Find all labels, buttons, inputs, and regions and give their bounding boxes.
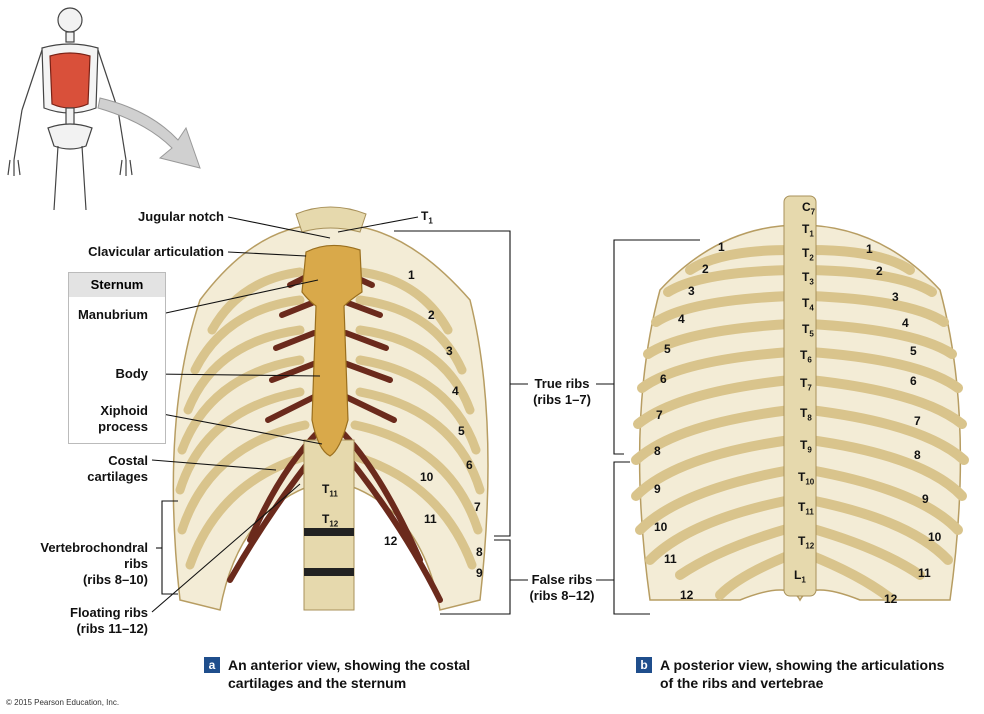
rib-b-right-3: 3: [892, 290, 899, 304]
vertebra-a-t12: T12: [322, 512, 339, 529]
rib-b-right-8: 8: [914, 448, 921, 462]
vertebra-b-t4: T4: [802, 296, 814, 313]
vertebra-b-t8: T8: [800, 406, 812, 423]
vertebra-b-t3: T3: [802, 270, 814, 287]
caption-a-badge: a: [204, 657, 220, 673]
rib-a-11: 11: [424, 512, 437, 526]
leader-lines: [151, 216, 700, 615]
rib-b-right-4: 4: [902, 316, 909, 330]
rib-b-left-8: 8: [654, 444, 661, 458]
vertebra-b-c7: C7: [802, 200, 816, 217]
rib-b-right-7: 7: [914, 414, 921, 428]
rib-b-right-9: 9: [922, 492, 929, 506]
vertebra-a-t11: T11: [322, 482, 338, 499]
sternum-legend-box: Sternum: [68, 272, 166, 444]
rib-a-1: 1: [408, 268, 415, 282]
skeleton-icon: [7, 7, 133, 211]
vertebra-b-t10: T10: [798, 470, 815, 487]
copyright-text: © 2015 Pearson Education, Inc.: [6, 698, 120, 707]
label-manubrium: Manubrium: [77, 307, 148, 322]
vertebra-b-t12: T12: [798, 534, 815, 551]
rib-a-12: 12: [384, 534, 398, 548]
vertebra-b-l1: L1: [794, 568, 806, 585]
caption-a-text: An anterior view, showing the costal car…: [228, 657, 471, 691]
rib-b-left-4: 4: [678, 312, 685, 326]
rib-b-left-1: 1: [718, 240, 725, 254]
rib-b-left-9: 9: [654, 482, 661, 496]
pointer-arrow: [97, 97, 201, 169]
rib-b-left-11: 11: [664, 552, 677, 566]
rib-b-right-10: 10: [928, 530, 942, 544]
rib-b-right-2: 2: [876, 264, 883, 278]
rib-a-4: 4: [452, 384, 459, 398]
vertebra-b-t9: T9: [800, 438, 812, 455]
rib-a-5: 5: [458, 424, 465, 438]
rib-b-left-12: 12: [680, 588, 694, 602]
vertebra-b-t1: T1: [802, 222, 814, 239]
rib-a-7: 7: [474, 500, 481, 514]
rib-a-3: 3: [446, 344, 453, 358]
rib-b-left-2: 2: [702, 262, 709, 276]
sternum-legend-title: Sternum: [69, 273, 165, 297]
rib-b-left-5: 5: [664, 342, 671, 356]
label-false-ribs: False ribs (ribs 8–12): [529, 572, 595, 603]
rib-a-2: 2: [428, 308, 435, 322]
rib-b-left-10: 10: [654, 520, 668, 534]
label-floating-ribs: Floating ribs (ribs 11–12): [70, 605, 148, 636]
caption-b-badge: b: [636, 657, 652, 673]
vertebra-b-t7: T7: [800, 376, 812, 393]
rib-b-left-6: 6: [660, 372, 667, 386]
vertebra-b-t5: T5: [802, 322, 814, 339]
rib-b-right-12: 12: [884, 592, 898, 606]
vertebra-b-t6: T6: [800, 348, 812, 365]
rib-b-right-1: 1: [866, 242, 873, 256]
vertebra-b-t2: T2: [802, 246, 814, 263]
rib-a-9: 9: [476, 566, 483, 580]
rib-b-right-5: 5: [910, 344, 917, 358]
vertebra-b-t11: T11: [798, 500, 814, 517]
label-true-ribs: True ribs (ribs 1–7): [533, 376, 591, 407]
label-vertebrochondral-ribs: Vertebrochondral ribs (ribs 8–10): [40, 540, 148, 587]
label-body: Body: [115, 366, 149, 381]
label-jugular-notch: Jugular notch: [138, 209, 224, 224]
rib-b-left-3: 3: [688, 284, 695, 298]
rib-a-6: 6: [466, 458, 473, 472]
posterior-rib-cage: [631, 195, 969, 603]
anterior-rib-cage: [172, 206, 489, 611]
label-xiphoid-process: Xiphoid process: [98, 403, 148, 434]
label-clavicular-articulation: Clavicular articulation: [88, 244, 224, 259]
rib-a-8: 8: [476, 545, 483, 559]
label-costal-cartilages: Costal cartilages: [87, 453, 148, 484]
vertebra-a-t1: T1: [421, 209, 433, 226]
rib-b-left-7: 7: [656, 408, 663, 422]
rib-b-right-11: 11: [918, 566, 931, 580]
caption-b-text: A posterior view, showing the articulati…: [660, 657, 945, 691]
rib-b-right-6: 6: [910, 374, 917, 388]
rib-a-10: 10: [420, 470, 434, 484]
